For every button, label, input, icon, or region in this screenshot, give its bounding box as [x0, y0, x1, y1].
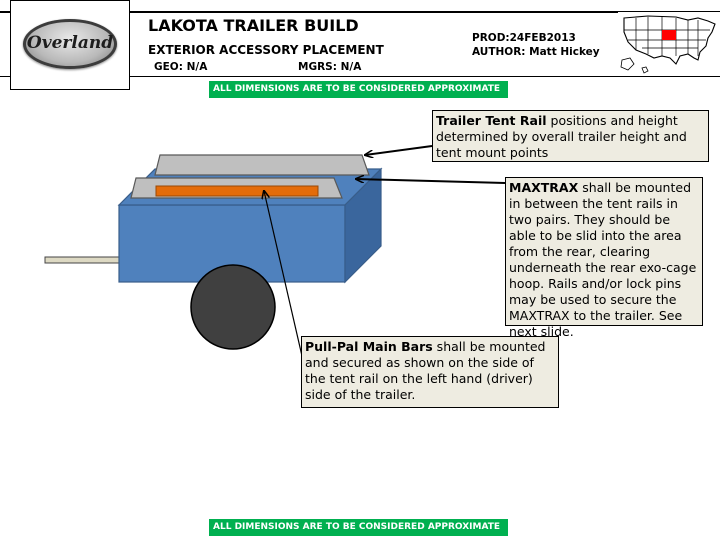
maxtrax-callout-title: MAXTRAX: [509, 180, 579, 195]
bottom-banner: ALL DIMENSIONS ARE TO BE CONSIDERED APPR…: [209, 519, 508, 536]
tent-rail-callout-title: Trailer Tent Rail: [436, 113, 547, 128]
pullpal-callout-title: Pull-Pal Main Bars: [305, 339, 433, 354]
maxtrax-callout: MAXTRAX shall be mounted in between the …: [505, 177, 703, 339]
trailer-body-side: [344, 167, 382, 284]
pullpal-arrow: [264, 191, 303, 357]
mgrs-label: MGRS: N/A: [298, 61, 362, 73]
maxtrax-arrow: [356, 179, 506, 184]
nebraska-highlight: [662, 30, 676, 40]
tent-rail-arrow: [365, 145, 433, 155]
pullpal-main-bar: [155, 185, 319, 197]
pullpal-callout: Pull-Pal Main Bars shall be mounted and …: [301, 336, 559, 408]
header-top-rule: [0, 11, 720, 13]
page-subtitle: EXTERIOR ACCESSORY PLACEMENT: [148, 43, 384, 57]
prod-label: PROD:24FEB2013: [472, 32, 576, 44]
header-bottom-rule: [0, 76, 720, 77]
logo-text: Overland: [26, 33, 114, 53]
tent-rail-callout-text: positions and height determined by overa…: [436, 113, 687, 160]
overland-logo-icon: Overland: [23, 19, 117, 69]
geo-label: GEO: N/A: [154, 61, 208, 73]
trailer-wheel: [190, 264, 276, 350]
logo-box: Overland: [10, 0, 130, 90]
us-map-icon: [618, 12, 720, 76]
trailer-tongue: [44, 256, 122, 264]
author-label: AUTHOR: Matt Hickey: [472, 46, 600, 58]
page-title: LAKOTA TRAILER BUILD: [148, 16, 359, 35]
maxtrax-callout-text: shall be mounted in between the tent rai…: [509, 180, 697, 339]
upper-tent-rail: [154, 154, 370, 176]
tent-rail-callout: Trailer Tent Rail positions and height d…: [432, 110, 709, 162]
pullpal-callout-text: shall be mounted and secured as shown on…: [305, 339, 546, 402]
top-banner: ALL DIMENSIONS ARE TO BE CONSIDERED APPR…: [209, 81, 508, 98]
